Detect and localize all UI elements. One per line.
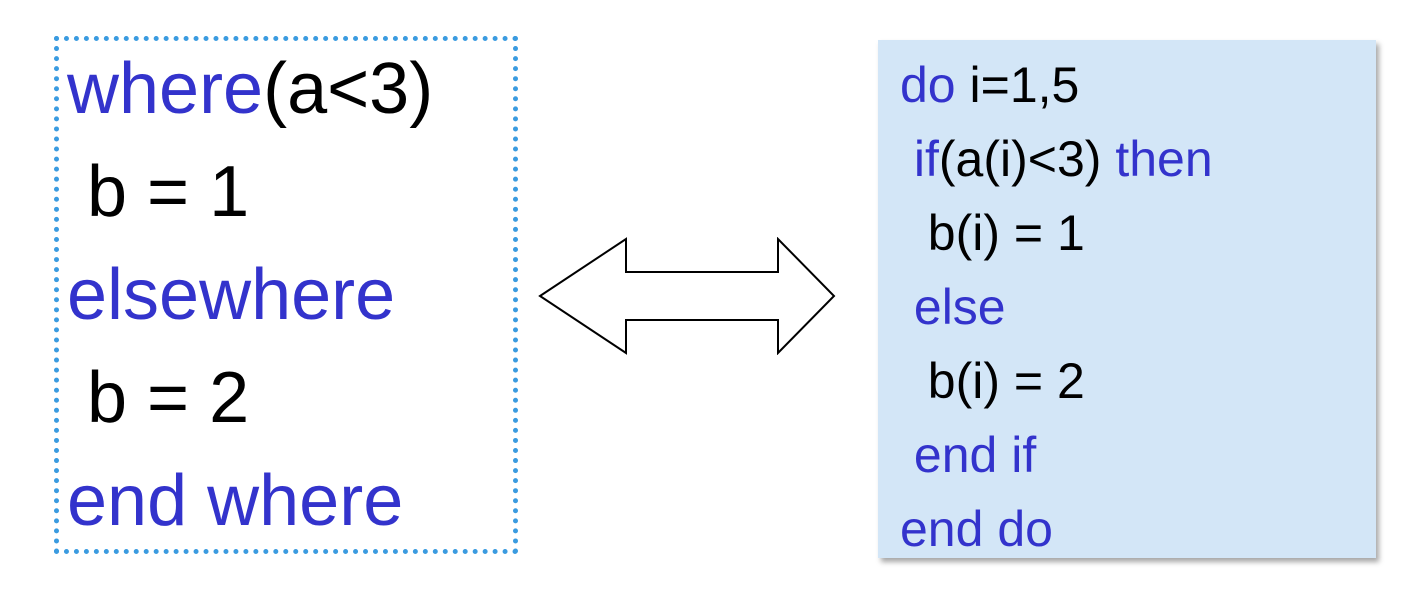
keyword-where: where bbox=[67, 49, 264, 129]
keyword-end-do: end do bbox=[900, 501, 1053, 557]
code-line-bi-equals-2: b(i) = 2 bbox=[900, 353, 1085, 409]
code-line-b-equals-1: b = 1 bbox=[67, 152, 250, 232]
where-condition: (a<3) bbox=[263, 49, 434, 129]
do-loop-panel: do i=1,5 if(a(i)<3) then b(i) = 1 else b… bbox=[878, 40, 1376, 558]
code-line-do: do i=1,5 bbox=[900, 60, 1079, 110]
code-line-b-equals-2: b = 2 bbox=[67, 358, 250, 438]
keyword-then: then bbox=[1115, 131, 1213, 187]
keyword-if: if bbox=[900, 131, 939, 187]
code-line-if: if(a(i)<3) then bbox=[900, 134, 1213, 184]
where-construct-panel: where(a<3) b = 1 elsewhere b = 2 end whe… bbox=[54, 36, 518, 554]
double-headed-arrow-icon bbox=[538, 237, 836, 355]
keyword-end-if: end if bbox=[900, 427, 1037, 483]
if-condition: (a(i)<3) bbox=[938, 131, 1116, 187]
code-line-where: where(a<3) bbox=[67, 53, 433, 125]
keyword-do: do bbox=[900, 57, 970, 113]
code-line-bi-equals-1: b(i) = 1 bbox=[900, 205, 1085, 261]
keyword-end-where: end where bbox=[67, 461, 404, 541]
keyword-elsewhere: elsewhere bbox=[67, 255, 396, 335]
keyword-else: else bbox=[900, 279, 1006, 335]
loop-range: i=1,5 bbox=[969, 57, 1080, 113]
